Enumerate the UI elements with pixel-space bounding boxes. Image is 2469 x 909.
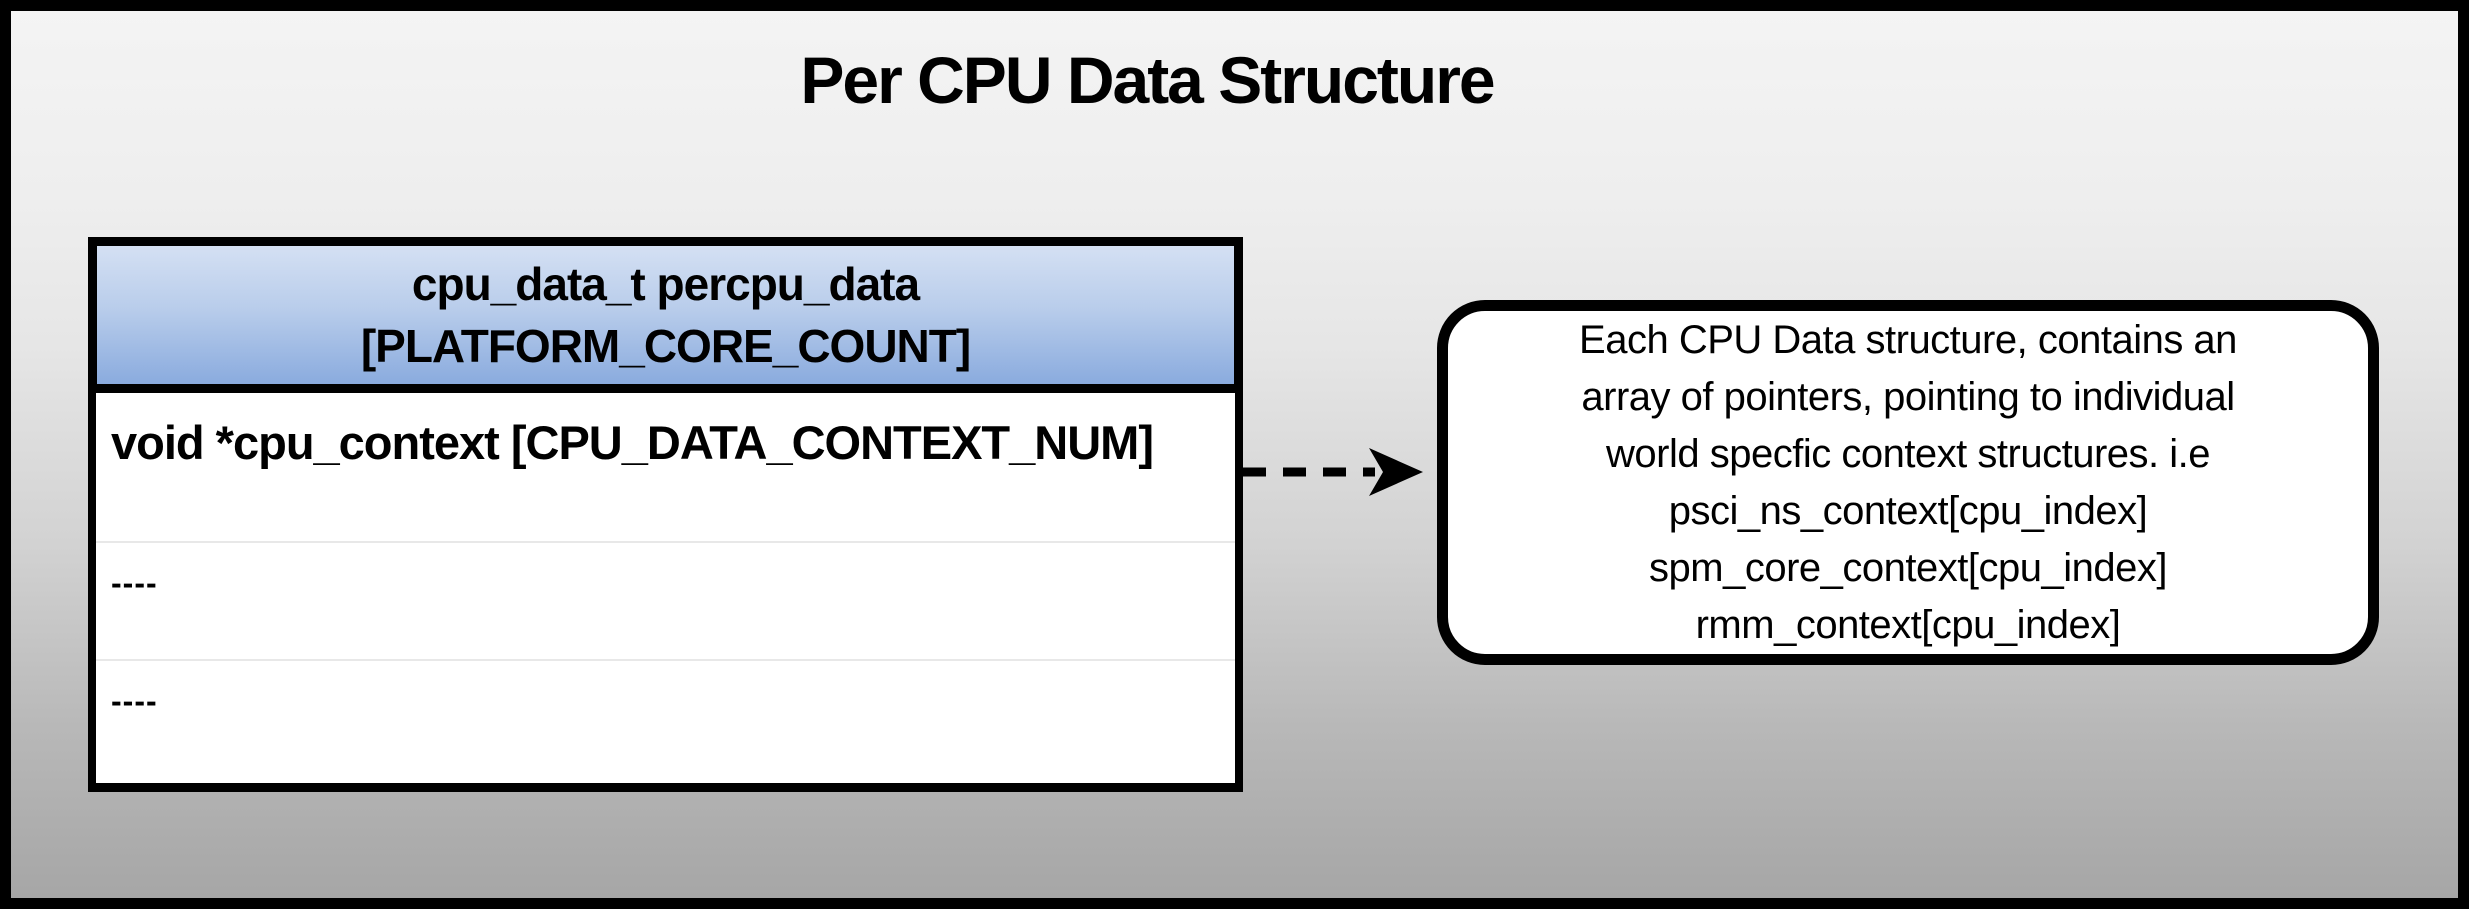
table-header: cpu_data_t percpu_data [PLATFORM_CORE_CO… xyxy=(88,237,1243,393)
row-divider xyxy=(96,541,1235,543)
callout-line: world specfic context structures. i.e xyxy=(1606,431,2210,476)
callout-line: spm_core_context[cpu_index] xyxy=(1649,545,2167,590)
row-divider xyxy=(96,659,1235,661)
cpu-data-table: cpu_data_t percpu_data [PLATFORM_CORE_CO… xyxy=(88,237,1243,792)
dashed-right-arrow-icon xyxy=(1243,448,1423,496)
table-header-line2: [PLATFORM_CORE_COUNT] xyxy=(360,320,971,372)
diagram-title: Per CPU Data Structure xyxy=(800,43,1495,117)
table-body: void *cpu_context [CPU_DATA_CONTEXT_NUM]… xyxy=(88,393,1243,792)
callout-line: rmm_context[cpu_index] xyxy=(1695,602,2121,647)
callout-box: Each CPU Data structure, contains an arr… xyxy=(1437,300,2379,665)
table-row: ---- xyxy=(111,565,158,601)
callout-line: array of pointers, pointing to individua… xyxy=(1581,374,2235,419)
table-row: ---- xyxy=(111,683,158,719)
callout-line: Each CPU Data structure, contains an xyxy=(1579,317,2237,362)
table-header-line1: cpu_data_t percpu_data xyxy=(411,258,920,310)
table-row: void *cpu_context [CPU_DATA_CONTEXT_NUM] xyxy=(111,416,1154,469)
callout-line: psci_ns_context[cpu_index] xyxy=(1668,488,2148,533)
